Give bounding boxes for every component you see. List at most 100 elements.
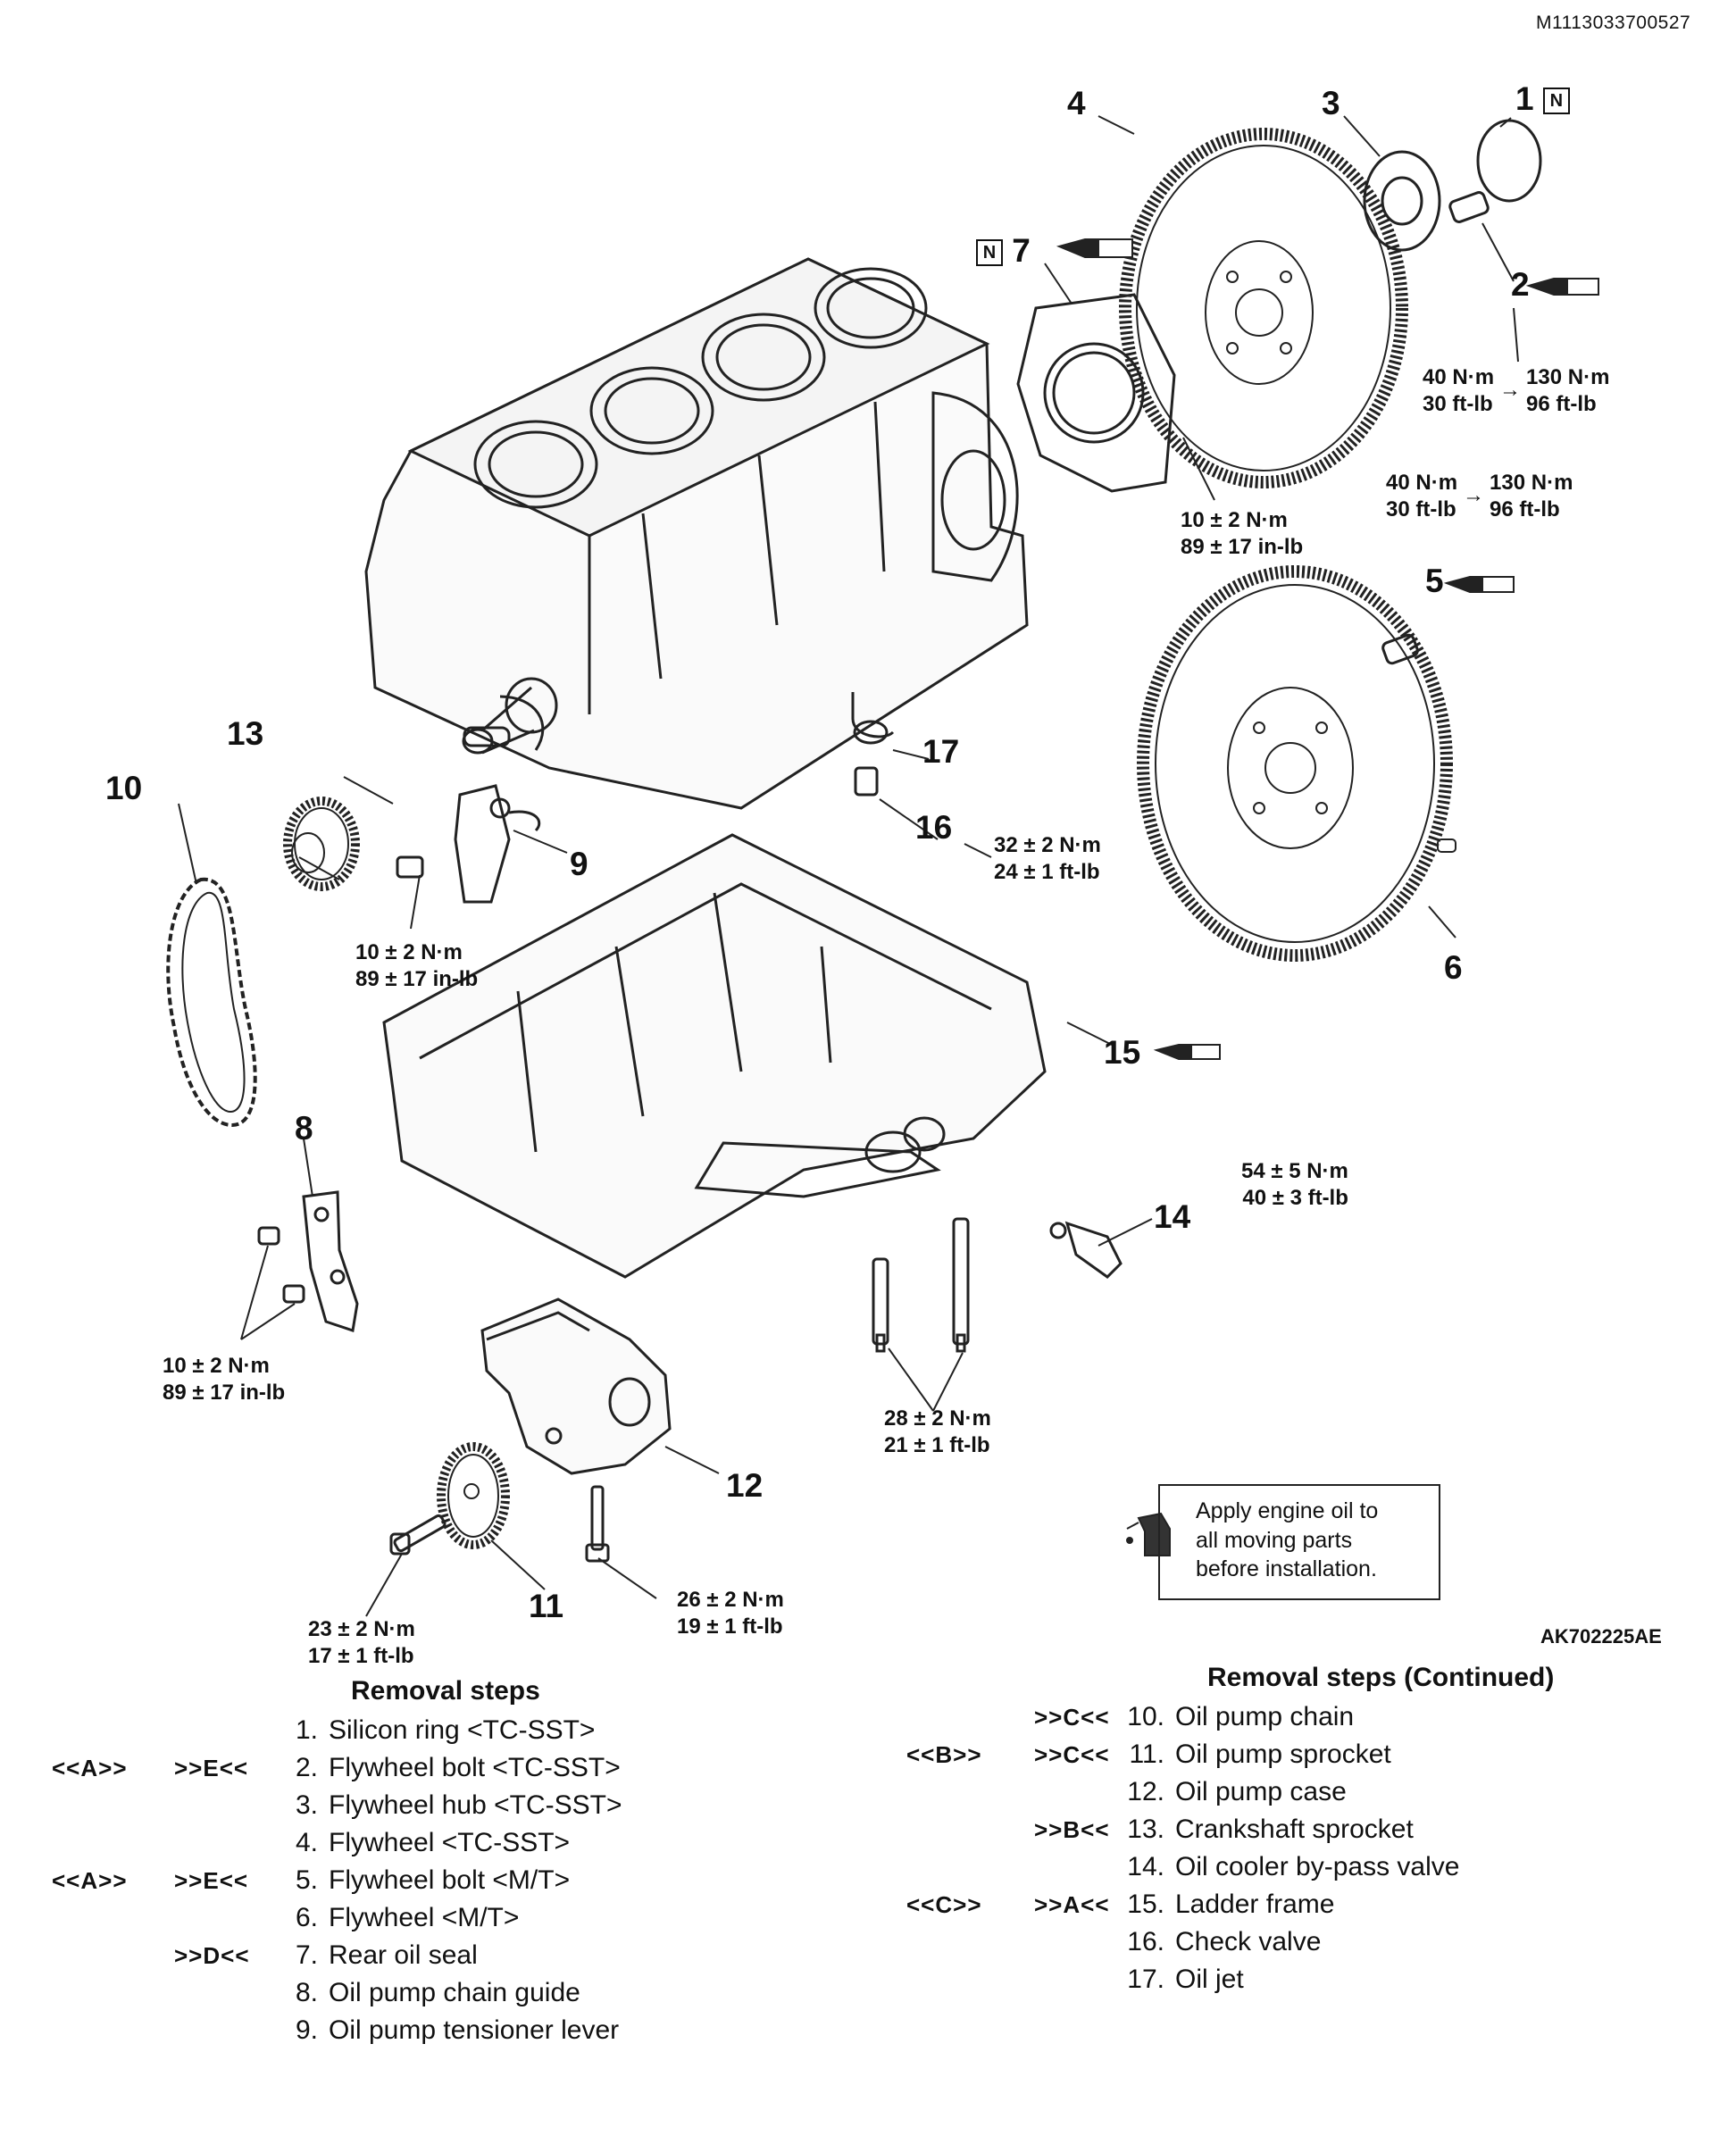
removal-service-code: <<C>>: [906, 1891, 982, 1918]
oil-can-icon: [1126, 1512, 1171, 1556]
removal-step: 2.Flywheel bolt <TC-SST>: [268, 1753, 621, 1783]
removal-step: 17.Oil jet: [1114, 1965, 1243, 1995]
installation-service-code: >>B<<: [1034, 1816, 1110, 1843]
torque-ladder-long-bolts: 28 ± 2 N·m 21 ± 1 ft-lb: [884, 1406, 991, 1457]
step-label: Flywheel <M/T>: [329, 1903, 520, 1932]
then-arrow-icon: →: [1463, 483, 1485, 508]
step-number: 5.: [295, 1865, 318, 1895]
step-number: 8.: [295, 1978, 318, 2007]
callout-10: 10: [105, 770, 143, 806]
then-arrow-icon: →: [1499, 378, 1522, 403]
step-number: 9.: [295, 2015, 318, 2045]
ladder-frame-long-bolts: [872, 1217, 970, 1353]
removal-step: 1. Silicon ring <TC-SST>: [268, 1715, 595, 1746]
torque-chain-guide-bolts: 10 ± 2 N·m 89 ± 17 in-lb: [163, 1354, 286, 1405]
step-label: Oil pump chain: [1175, 1702, 1355, 1731]
torque-bypass-valve: 54 ± 5 N·m 40 ± 3 ft-lb: [1241, 1159, 1348, 1210]
installation-service-code: >>E<<: [174, 1755, 249, 1781]
oil-note-line2: all moving parts: [1196, 1527, 1353, 1553]
step-number: 4.: [295, 1828, 318, 1857]
callout-4: 4: [1067, 85, 1086, 121]
removal-step: 13. Crankshaft sprocket: [1114, 1814, 1414, 1845]
torque-pump-case-bolt: 26 ± 2 N·m 19 ± 1 ft-lb: [677, 1588, 784, 1639]
step-label: Ladder frame: [1175, 1890, 1335, 1919]
callout-1: 1 N: [1515, 82, 1570, 115]
check-valve: [854, 766, 879, 797]
oil-pump-chain-guide: [257, 1190, 359, 1332]
new-part-mark-7: N: [976, 239, 1003, 267]
removal-step: 9. Oil pump tensioner lever: [268, 2015, 619, 2046]
flywheel-tc-sst: [1119, 128, 1408, 488]
torque-tensioner-bolt: 10 ± 2 N·m 89 ± 17 in-lb: [355, 940, 479, 991]
step-number: 3.: [295, 1790, 318, 1820]
step-number: 7.: [295, 1940, 318, 1970]
removal-steps-continued-title: Removal steps (Continued): [1207, 1663, 1555, 1692]
removal-step: 10. Oil pump chain: [1114, 1702, 1354, 1732]
removal-step: 6. Flywheel <M/T>: [268, 1903, 519, 1933]
callout-9: 9: [570, 846, 588, 882]
oil-pump-sprocket: [437, 1442, 510, 1549]
torque-flywheel-bolt-mt: 40 N·m 30 ft-lb → 130 N·m 96 ft-lb: [1386, 471, 1573, 521]
step-number: 10.: [1127, 1702, 1164, 1731]
callout-16: 16: [915, 809, 953, 846]
torque-sprocket-bolt: 23 ± 2 N·m 17 ± 1 ft-lb: [308, 1617, 415, 1668]
flywheel-bolt-mt: [1381, 633, 1419, 665]
crankshaft-snout: [462, 677, 558, 755]
callout-14: 14: [1154, 1198, 1191, 1235]
callout-6: 6: [1444, 949, 1463, 986]
crankshaft-sprocket: [283, 797, 360, 891]
installation-service-code: >>C<<: [1034, 1741, 1110, 1768]
step-number: 6.: [295, 1903, 318, 1932]
oil-application-note: Apply engine oil to all moving parts bef…: [1158, 1484, 1440, 1600]
figure-id: AK702225AE: [1540, 1625, 1662, 1648]
oil-note-line3: before installation.: [1196, 1556, 1377, 1581]
callout-8: 8: [295, 1110, 313, 1147]
installation-service-code: >>C<<: [1034, 1704, 1110, 1731]
apply-oil-arrows: [1056, 238, 1599, 1060]
step-number: 16.: [1127, 1927, 1164, 1956]
step-label: Oil pump tensioner lever: [329, 2015, 620, 2045]
flywheel-hub: [1363, 150, 1441, 252]
step-number: 14.: [1127, 1852, 1164, 1881]
removal-step: 3. Flywheel hub <TC-SST>: [268, 1790, 622, 1821]
torque-check-valve: 32 ± 2 N·m 24 ± 1 ft-lb: [994, 833, 1101, 884]
installation-service-code: >>E<<: [174, 1867, 249, 1894]
step-label: Rear oil seal: [329, 1940, 478, 1970]
flywheel-bolt-tc: [1448, 191, 1490, 223]
new-part-mark-1: N: [1542, 88, 1570, 115]
callout-15: 15: [1104, 1034, 1141, 1071]
step-number: 12.: [1127, 1777, 1164, 1806]
callout-3: 3: [1322, 85, 1340, 121]
removal-step: 12. Oil pump case: [1114, 1777, 1347, 1807]
removal-step: 4. Flywheel <TC-SST>: [268, 1828, 570, 1858]
torque-rear-seal-bolt: 10 ± 2 N·m 89 ± 17 in-lb: [1181, 508, 1304, 559]
step-label: Silicon ring <TC-SST>: [329, 1715, 596, 1745]
callout-5: 5: [1425, 563, 1444, 599]
step-number: 11.: [1129, 1739, 1164, 1769]
step-label: Flywheel <TC-SST>: [329, 1828, 571, 1857]
installation-service-code: >>A<<: [1034, 1891, 1110, 1918]
removal-step: 5.Flywheel bolt <M/T>: [268, 1865, 570, 1896]
step-label: Oil cooler by-pass valve: [1175, 1852, 1460, 1881]
document-id: M1113033700527: [1536, 13, 1691, 33]
step-label: Flywheel hub <TC-SST>: [329, 1790, 622, 1820]
callout-13: 13: [227, 715, 264, 752]
oil-pump-case-bolt: [585, 1485, 610, 1563]
callout-17: 17: [922, 733, 960, 770]
removal-step: 16.Check valve: [1114, 1927, 1321, 1957]
step-number: 13.: [1127, 1814, 1164, 1844]
callout-2: 2: [1511, 266, 1530, 303]
step-label: Oil pump case: [1175, 1777, 1347, 1806]
removal-step: 14. Oil cooler by-pass valve: [1114, 1852, 1459, 1882]
removal-step: 11. Oil pump sprocket: [1114, 1739, 1391, 1770]
step-label: Crankshaft sprocket: [1175, 1814, 1414, 1844]
step-label: Oil pump sprocket: [1175, 1739, 1391, 1769]
step-number: 1.: [295, 1715, 318, 1745]
oil-note-line1: Apply engine oil to: [1196, 1498, 1379, 1523]
step-number: 2.: [295, 1753, 318, 1782]
removal-step: 8.Oil pump chain guide: [268, 1978, 580, 2008]
removal-service-code: <<A>>: [52, 1867, 128, 1894]
torque-flywheel-bolt-tc: 40 N·m 30 ft-lb → 130 N·m 96 ft-lb: [1423, 365, 1610, 416]
step-number: 17.: [1127, 1965, 1164, 1994]
